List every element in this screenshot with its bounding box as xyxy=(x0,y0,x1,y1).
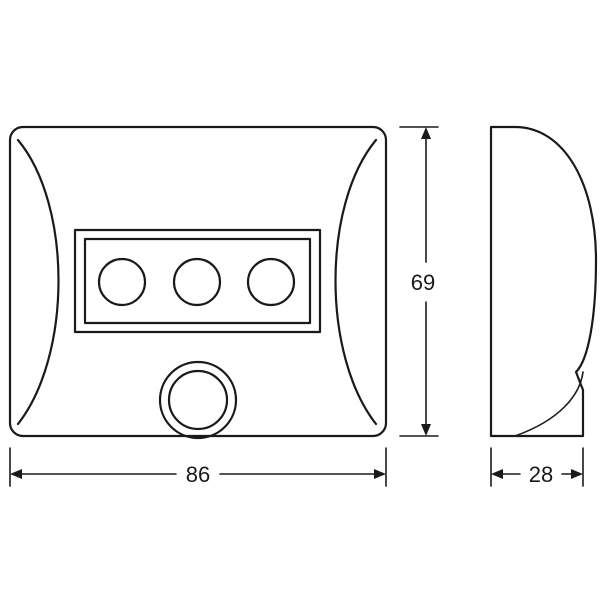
side-profile xyxy=(489,125,598,438)
height-dimension: 69 xyxy=(399,126,439,437)
front-view xyxy=(8,125,388,440)
height-arrow-bottom xyxy=(421,424,431,436)
height-label: 69 xyxy=(411,270,435,295)
motion-sensor-outer xyxy=(158,360,238,440)
depth-arrow-left xyxy=(491,469,503,479)
side-front-edge xyxy=(514,371,584,437)
led-panel-inner xyxy=(83,237,312,325)
left-side-curve xyxy=(16,138,60,426)
height-arrow-top xyxy=(421,127,431,139)
right-side-curve xyxy=(334,138,378,426)
housing-outline xyxy=(8,125,388,438)
width-arrow-right xyxy=(374,469,386,479)
led-3 xyxy=(246,257,296,307)
motion-sensor-inner xyxy=(167,369,229,431)
width-dimension: 86 xyxy=(9,447,387,487)
led-1 xyxy=(97,257,147,307)
led-panel-frame xyxy=(73,228,322,334)
width-arrow-left xyxy=(10,469,22,479)
led-2 xyxy=(172,257,222,307)
depth-arrow-right xyxy=(571,469,583,479)
side-view xyxy=(489,125,598,438)
depth-label: 28 xyxy=(529,462,553,487)
depth-dimension: 28 xyxy=(490,447,584,487)
width-label: 86 xyxy=(186,462,210,487)
